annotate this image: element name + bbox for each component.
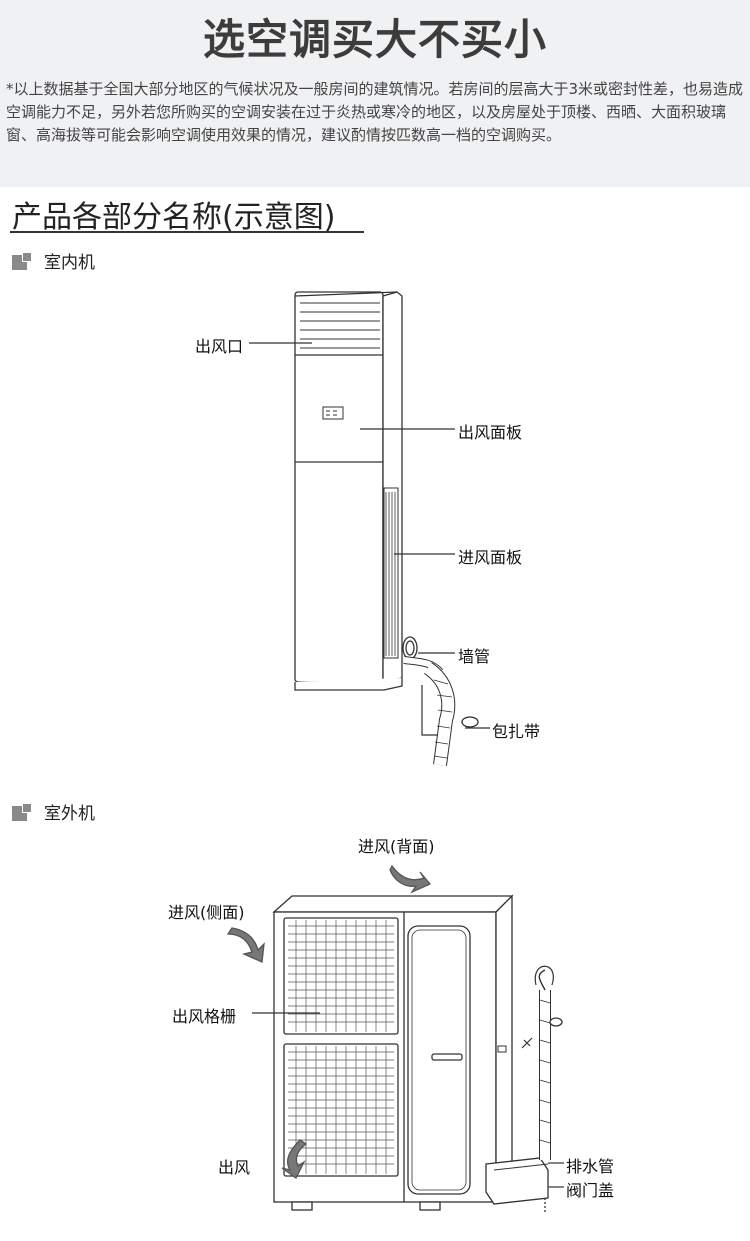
- arrow-outlet: [281, 1139, 308, 1179]
- indoor-unit-diagram: [249, 291, 490, 766]
- section-underline: [10, 231, 364, 233]
- screw-icon: [521, 1037, 533, 1049]
- label-wrap-tape: 包扎带: [492, 722, 541, 741]
- label-wall-pipe: 墙管: [458, 647, 491, 666]
- arrow-inlet-side: [226, 927, 265, 963]
- upper-grille: [283, 917, 399, 1035]
- label-valve-cover: 阀门盖: [566, 1181, 615, 1200]
- panel-handle: [431, 1053, 463, 1061]
- indoor-heading: 室内机: [12, 248, 95, 273]
- section-title: 产品各部分名称(示意图): [12, 200, 336, 235]
- header-band: [0, 0, 750, 187]
- inlet-grille: [383, 487, 399, 659]
- label-inlet-panel: 进风面板: [458, 548, 523, 567]
- indoor-body: [294, 291, 384, 683]
- label-inlet-back: 进风(背面): [358, 837, 435, 856]
- disclaimer-note: *以上数据基于全国大部分地区的气候状况及一般房间的建筑情况。若房间的层高大于3米…: [6, 80, 744, 144]
- square-bullet-icon: [12, 251, 34, 270]
- outdoor-heading-text: 室外机: [44, 804, 95, 824]
- lower-grille: [283, 1043, 399, 1177]
- arrow-inlet-back: [389, 864, 432, 894]
- label-drain-pipe: 排水管: [566, 1157, 615, 1176]
- square-bullet-icon: [12, 802, 34, 821]
- label-inlet-side: 进风(侧面): [168, 903, 245, 922]
- label-outlet-panel: 出风面板: [458, 423, 523, 442]
- label-grille: 出风格栅: [172, 1007, 237, 1026]
- display-panel: [322, 406, 344, 420]
- indoor-base: [294, 678, 403, 691]
- label-outlet: 出风口: [195, 337, 244, 356]
- outdoor-top: [272, 895, 514, 913]
- access-panel: [407, 925, 471, 1195]
- outdoor-heading: 室外机: [12, 799, 95, 824]
- outlet-louvers: [300, 302, 380, 349]
- outdoor-unit-diagram: [226, 864, 564, 1212]
- page-title: 选空调买大不买小: [202, 15, 547, 64]
- label-outlet-outdoor: 出风: [218, 1158, 251, 1177]
- outdoor-front: [273, 911, 497, 1203]
- indoor-heading-text: 室内机: [44, 253, 95, 273]
- wall-pipe: [402, 636, 418, 660]
